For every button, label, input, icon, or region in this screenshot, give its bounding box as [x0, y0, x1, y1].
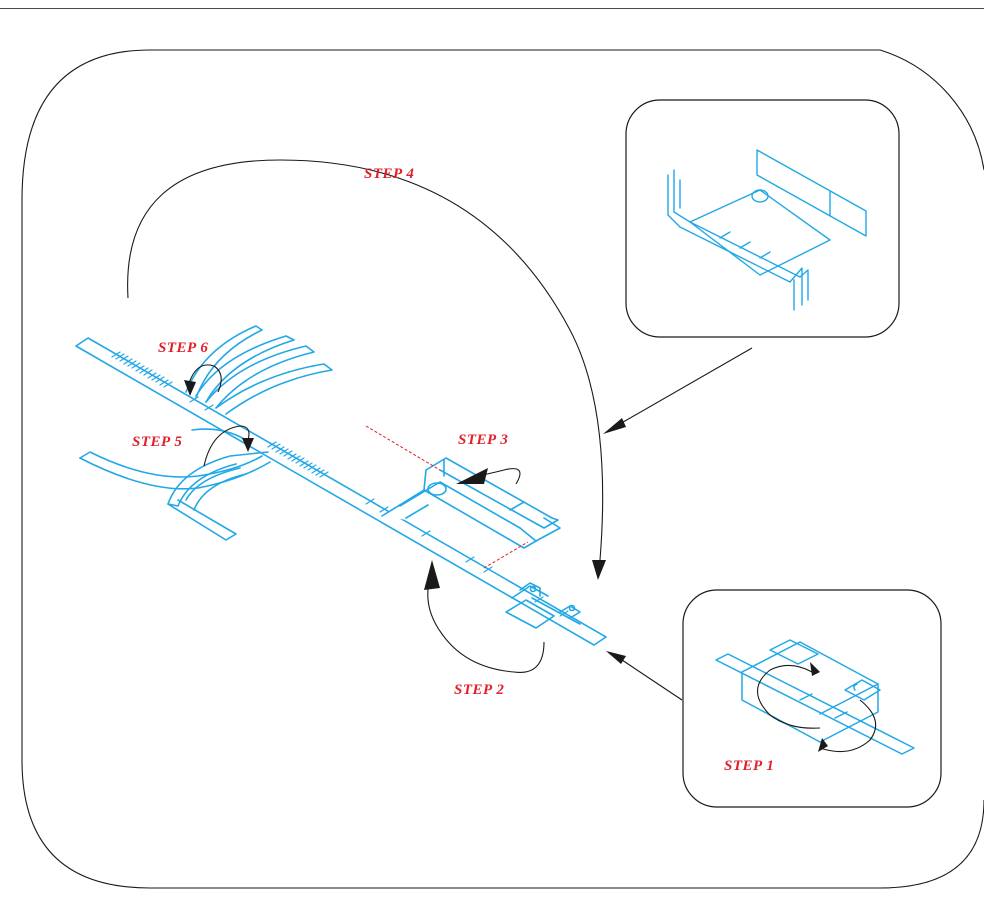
inset-bottom-leader: [621, 659, 683, 701]
outer-frame: [21, 49, 984, 889]
step-5-label: STEP 5: [132, 434, 182, 450]
step-6-label: STEP 6: [158, 340, 208, 356]
step-5-arc: [203, 425, 250, 467]
top-rule: [0, 8, 984, 9]
step-6-arc: [187, 364, 222, 393]
step-4-arc: [127, 159, 604, 561]
step-2-label: STEP 2: [454, 682, 504, 698]
guide-line-lower: [483, 541, 529, 569]
step-1-label: STEP 1: [724, 758, 774, 774]
guide-line-upper: [365, 425, 441, 471]
step-2-arc: [427, 571, 545, 673]
step-4-label: STEP 4: [364, 166, 414, 182]
inset-step1-detail: STEP 1: [682, 589, 942, 808]
main-strip: [75, 325, 607, 646]
inset-bracket-detail: [625, 99, 900, 338]
inset-top-leader: [617, 347, 753, 426]
step-3-label: STEP 3: [458, 432, 508, 448]
